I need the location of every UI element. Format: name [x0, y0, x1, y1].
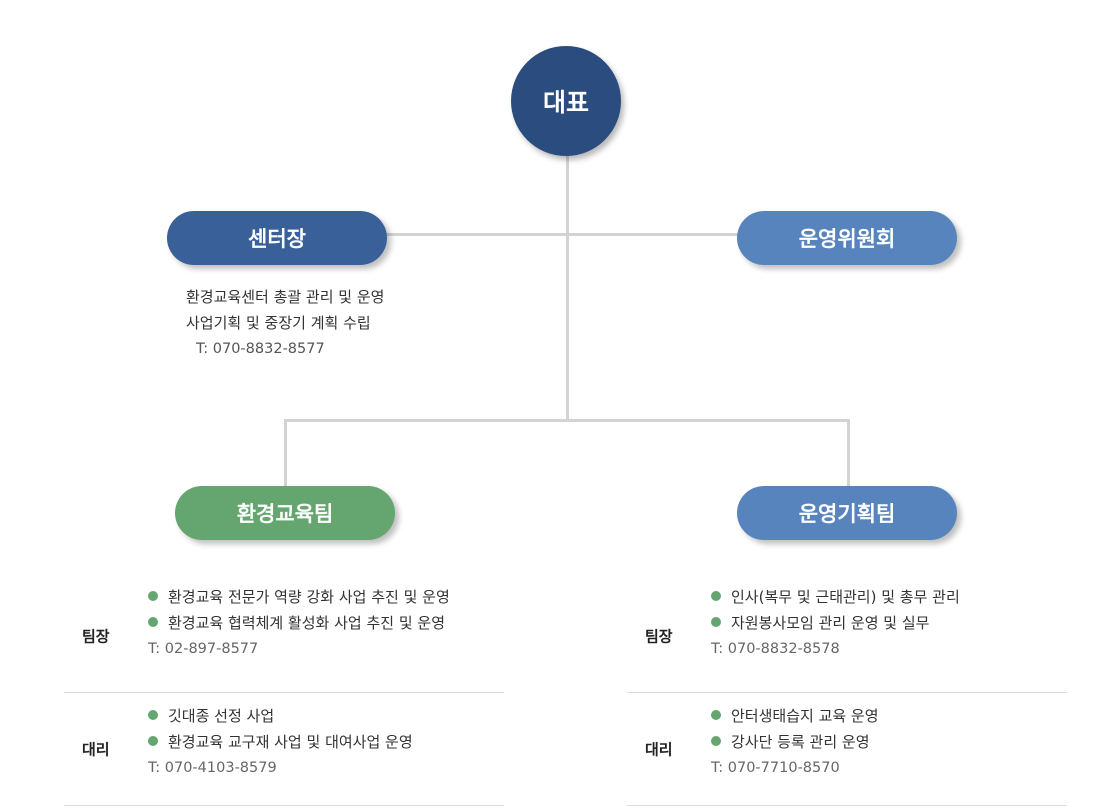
- duty-item: 깃대종 선정 사업: [148, 703, 413, 729]
- committee-label: 운영위원회: [798, 227, 896, 251]
- duty-item: 자원봉사모임 관리 운영 및 실무: [711, 610, 960, 636]
- bullet-dot-icon: [711, 710, 721, 720]
- member-role: 팀장: [645, 627, 673, 646]
- director-duty: 사업기획 및 중장기 계획 수립: [186, 314, 371, 332]
- member-tel: T: 02-897-8577: [148, 641, 259, 657]
- ops-team-label: 운영기획팀: [798, 502, 896, 526]
- connector-horizontal-lower: [284, 419, 850, 422]
- member-role: 팀장: [82, 627, 110, 646]
- ops-team-members: 팀장 인사(복무 및 근태관리) 및 총무 관리 자원봉사모임 관리 운영 및 …: [627, 580, 1067, 806]
- director-description: 환경교육센터 총괄 관리 및 운영 사업기획 및 중장기 계획 수립 T: 07…: [186, 284, 384, 362]
- duty-text: 환경교육 교구재 사업 및 대여사업 운영: [168, 733, 413, 751]
- env-team-label: 환경교육팀: [236, 502, 334, 526]
- ceo-label: 대표: [542, 88, 589, 117]
- bullet-dot-icon: [711, 736, 721, 746]
- duty-text: 인사(복무 및 근태관리) 및 총무 관리: [731, 588, 960, 606]
- member-tel: T: 070-8832-8578: [711, 641, 840, 657]
- member-duties: 환경교육 전문가 역량 강화 사업 추진 및 운영 환경교육 협력체계 활성화 …: [148, 584, 450, 662]
- bullet-dot-icon: [148, 736, 158, 746]
- member-tel: T: 070-4103-8579: [148, 760, 277, 776]
- member-duties: 인사(복무 및 근태관리) 및 총무 관리 자원봉사모임 관리 운영 및 실무 …: [711, 584, 960, 662]
- member-tel: T: 070-7710-8570: [711, 760, 840, 776]
- bullet-dot-icon: [711, 617, 721, 627]
- committee-node: 운영위원회: [737, 211, 957, 265]
- member-row-leader: 팀장 인사(복무 및 근태관리) 및 총무 관리 자원봉사모임 관리 운영 및 …: [627, 580, 1067, 693]
- bullet-dot-icon: [711, 591, 721, 601]
- duty-item: 환경교육 전문가 역량 강화 사업 추진 및 운영: [148, 584, 450, 610]
- env-team-node: 환경교육팀: [175, 486, 395, 540]
- duty-item: 인사(복무 및 근태관리) 및 총무 관리: [711, 584, 960, 610]
- member-role: 대리: [645, 740, 673, 759]
- ops-team-node: 운영기획팀: [737, 486, 957, 540]
- director-node: 센터장: [167, 211, 387, 265]
- director-duty: 환경교육센터 총괄 관리 및 운영: [186, 288, 385, 306]
- duty-item: 환경교육 협력체계 활성화 사업 추진 및 운영: [148, 610, 450, 636]
- bullet-dot-icon: [148, 617, 158, 627]
- duty-item: 강사단 등록 관리 운영: [711, 729, 879, 755]
- duty-text: 자원봉사모임 관리 운영 및 실무: [731, 614, 930, 632]
- member-row-leader: 팀장 환경교육 전문가 역량 강화 사업 추진 및 운영 환경교육 협력체계 활…: [64, 580, 504, 693]
- member-duties: 깃대종 선정 사업 환경교육 교구재 사업 및 대여사업 운영 T: 070-4…: [148, 703, 413, 781]
- duty-item: 안터생태습지 교육 운영: [711, 703, 879, 729]
- duty-text: 깃대종 선정 사업: [168, 707, 275, 725]
- connector-right-drop: [847, 419, 850, 489]
- bullet-dot-icon: [148, 710, 158, 720]
- duty-text: 안터생태습지 교육 운영: [731, 707, 879, 725]
- duty-text: 환경교육 협력체계 활성화 사업 추진 및 운영: [168, 614, 446, 632]
- duty-item: 환경교육 교구재 사업 및 대여사업 운영: [148, 729, 413, 755]
- duty-text: 환경교육 전문가 역량 강화 사업 추진 및 운영: [168, 588, 450, 606]
- connector-horizontal-upper: [385, 233, 740, 236]
- connector-vertical-main: [566, 156, 569, 420]
- member-role: 대리: [82, 740, 110, 759]
- ceo-node: 대표: [511, 46, 621, 156]
- member-row-assistant: 대리 깃대종 선정 사업 환경교육 교구재 사업 및 대여사업 운영 T: 07…: [64, 693, 504, 806]
- member-duties: 안터생태습지 교육 운영 강사단 등록 관리 운영 T: 070-7710-85…: [711, 703, 879, 781]
- env-team-members: 팀장 환경교육 전문가 역량 강화 사업 추진 및 운영 환경교육 협력체계 활…: [64, 580, 504, 806]
- bullet-dot-icon: [148, 591, 158, 601]
- duty-text: 강사단 등록 관리 운영: [731, 733, 870, 751]
- director-label: 센터장: [248, 227, 306, 251]
- director-tel: T: 070-8832-8577: [196, 341, 325, 357]
- member-row-assistant: 대리 안터생태습지 교육 운영 강사단 등록 관리 운영 T: 070-7710…: [627, 693, 1067, 806]
- connector-left-drop: [284, 419, 287, 489]
